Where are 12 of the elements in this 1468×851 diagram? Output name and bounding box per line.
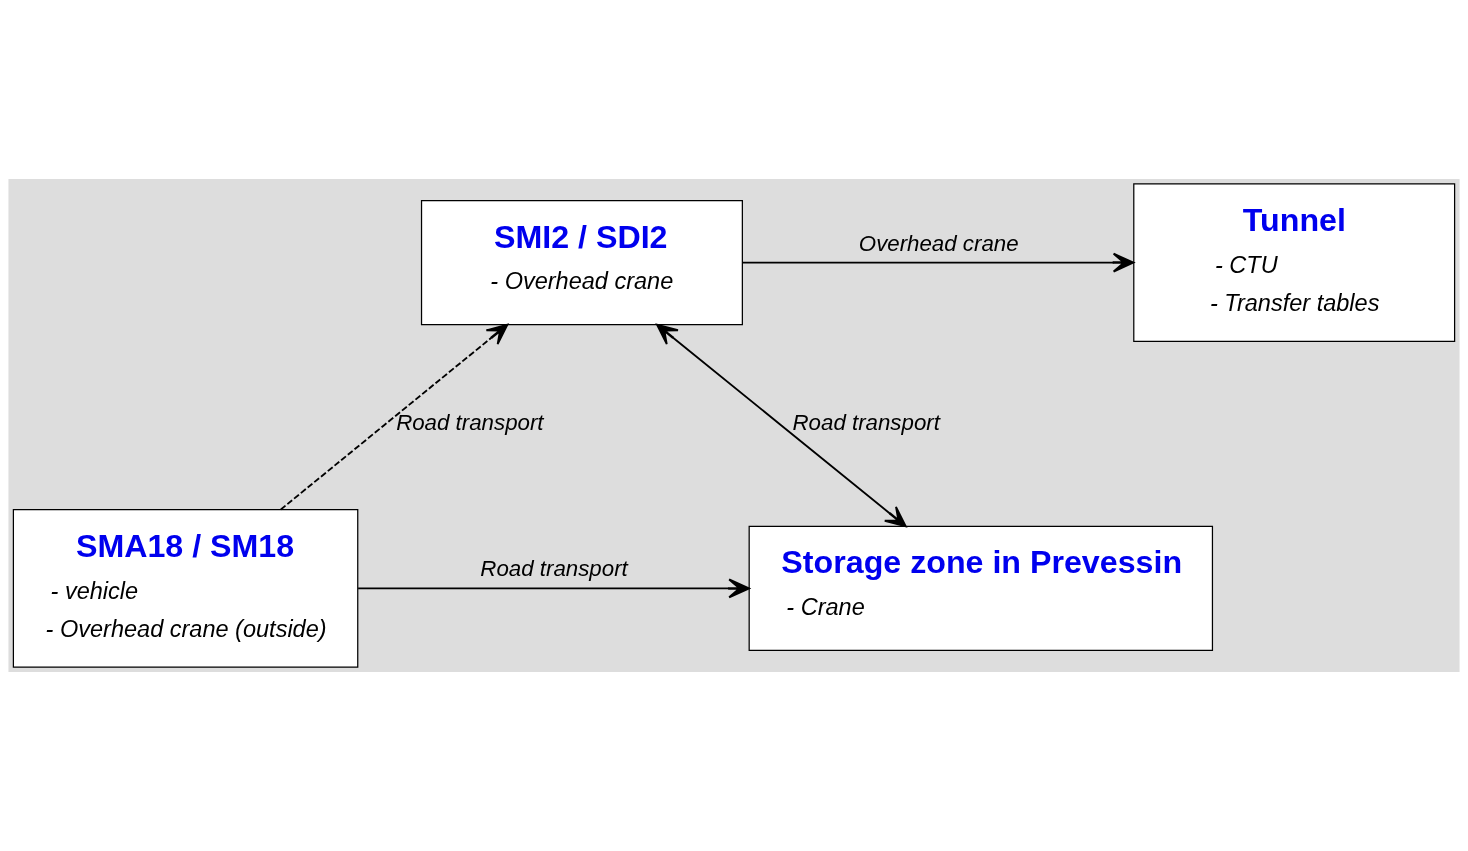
node-box: SMA18 / SM18 - vehicle - Overhead crane (outside) [12,509,359,668]
node-box: SMI2 / SDI2 - Overhead crane [420,200,743,326]
edge-label: Road transport [792,409,940,435]
arrow [656,323,907,528]
edge-label: Road transport [396,409,544,435]
node-box: Storage zone in Prevessin - Crane [748,525,1214,651]
arrow [357,578,750,599]
edge-label: Overhead crane [858,230,1019,256]
arrow [279,323,509,511]
arrow [741,252,1135,273]
node-box: Tunnel - CTU - Transfer tables [1133,183,1456,342]
edge-label: Road transport [480,556,628,582]
